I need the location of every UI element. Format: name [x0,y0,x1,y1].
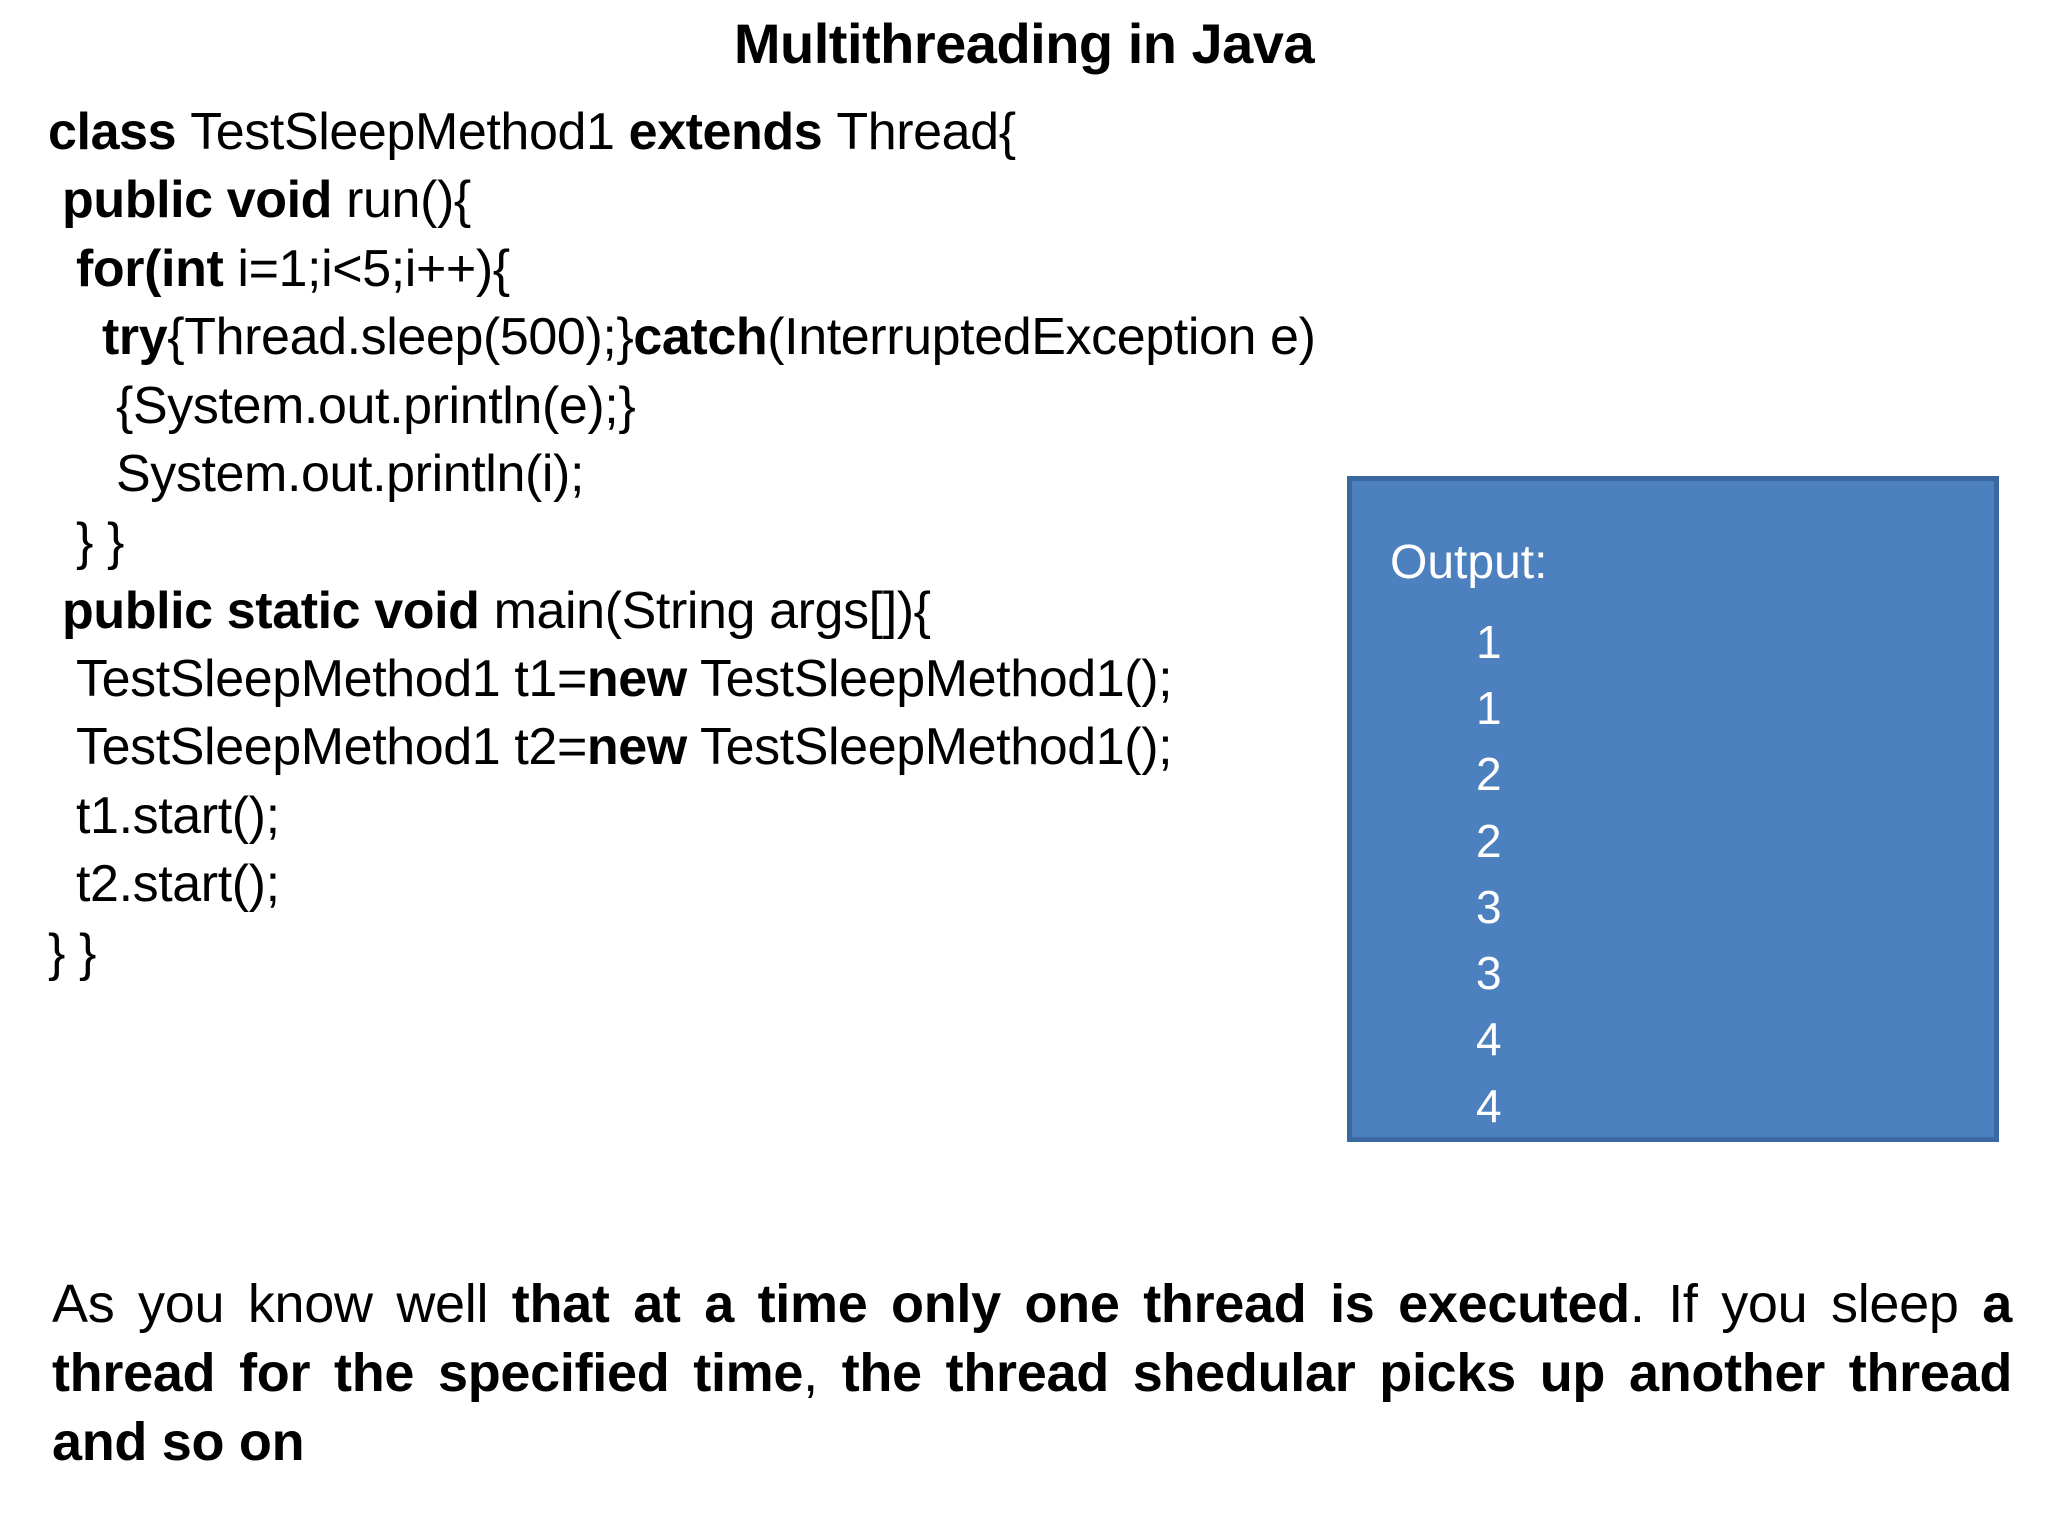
code-token: public void [62,171,347,230]
output-value: 2 [1476,814,1502,867]
code-token: TestSleepMethod1(); [686,718,1173,777]
code-token: i=1;i<5;i++){ [223,239,510,298]
code-line: class TestSleepMethod1 extends Thread{ [48,98,1648,166]
code-token: } } [48,923,96,982]
code-token: try [102,308,168,367]
code-line: public void run(){ [48,166,1648,234]
code-block: class TestSleepMethod1 extends Thread{pu… [48,98,1648,987]
output-value: 1 [1476,616,1502,668]
paragraph-segment: As you know well [52,1274,512,1334]
output-value: 4 [1476,1079,1502,1132]
output-value: 4 [1476,1013,1502,1066]
output-value: 2 [1476,748,1502,801]
output-label: Output: [1390,536,1548,589]
code-token: public static void [62,581,494,640]
code-token: TestSleepMethod1 t1= [76,650,587,708]
code-line: TestSleepMethod1 t2=new TestSleepMethod1… [48,713,1648,781]
code-token: {Thread.sleep(500);} [167,308,634,367]
page-title: Multithreading in Java [733,12,1315,75]
code-token: run(){ [346,171,471,230]
output-box: Output: 1 1 2 2 3 3 4 4 [1347,476,1999,1142]
code-line: try{Thread.sleep(500);}catch(Interrupted… [48,303,1648,371]
output-value: 1 [1476,682,1502,735]
paragraph-segment: . If you sleep [1629,1274,1983,1334]
code-token: new [586,718,687,777]
paragraph-segment: that at a time only one thread is execut… [511,1274,1630,1334]
code-token: TestSleepMethod1(); [686,650,1173,708]
code-token: t2.start(); [76,855,280,914]
code-line: t2.start(); [48,850,1648,918]
code-line: TestSleepMethod1 t1=new TestSleepMethod1… [48,645,1648,713]
paragraph-segment: a thread for the specified time [52,1274,2012,1404]
code-token: } } [76,513,124,572]
code-line: System.out.println(i); [48,440,1648,508]
output-value: 3 [1476,880,1502,933]
code-token: System.out.println(i); [116,444,585,503]
code-token: extends [628,103,837,161]
code-token: (InterruptedException e) [767,308,1316,367]
code-line: } } [48,919,1648,987]
code-token: TestSleepMethod1 [190,103,629,161]
code-line: for(int i=1;i<5;i++){ [48,235,1648,303]
code-token: catch [633,308,768,367]
paragraph-segment: , [803,1343,842,1404]
output-values-list: 1 1 2 2 3 3 4 4 [1476,609,1502,1139]
code-token: t1.start(); [76,786,280,845]
code-line: {System.out.println(e);} [48,372,1648,440]
output-value: 3 [1476,947,1502,1000]
explanation-paragraph: As you know well that at a time only one… [52,1270,2012,1477]
code-line: } } [48,508,1648,576]
code-token: for( [76,239,162,298]
code-token: Thread{ [836,103,1016,161]
code-token: int [161,239,224,298]
code-token: TestSleepMethod1 t2= [76,718,587,777]
code-token: main(String args[]){ [493,581,931,640]
paragraph-segment: the thread shedular picks up another thr… [52,1343,2013,1473]
code-token: class [48,103,191,161]
code-token: {System.out.println(e);} [116,376,636,435]
code-line: t1.start(); [48,782,1648,850]
code-line: public static void main(String args[]){ [48,577,1648,645]
code-token: new [586,650,687,708]
